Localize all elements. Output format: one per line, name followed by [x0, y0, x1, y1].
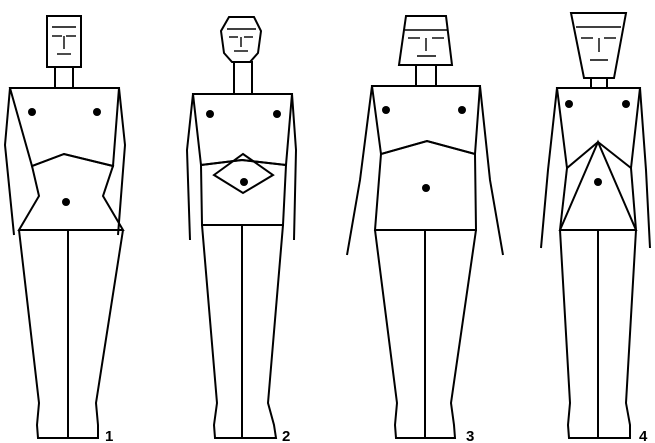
figure-4-label: 4 — [639, 428, 648, 443]
figure-2-left-nipple — [206, 110, 214, 118]
figure-3-left-arm — [347, 86, 372, 255]
figure-4-chest — [557, 88, 640, 168]
figure-1-left-arm — [5, 88, 14, 235]
figure-1-left-nipple — [28, 108, 36, 116]
figure-4-right-nipple — [622, 100, 630, 108]
figure-1-navel — [62, 198, 70, 206]
figure-3: 3 — [347, 16, 503, 443]
figure-3-label: 3 — [466, 428, 474, 443]
figure-4-left-nipple — [565, 100, 573, 108]
figure-2-neck — [234, 62, 252, 94]
figure-3-neck — [416, 65, 436, 86]
figure-2-right-nipple — [273, 110, 281, 118]
figure-4: 4 — [541, 13, 650, 443]
figure-2-right-arm — [292, 94, 296, 240]
figure-2-head — [221, 17, 261, 62]
figure-1-neck — [55, 67, 73, 88]
figure-1-legs — [19, 230, 123, 438]
figure-2: 2 — [187, 17, 296, 443]
figure-3-chest — [372, 86, 480, 154]
figure-3-right-arm — [480, 86, 503, 255]
figure-1-right-nipple — [93, 108, 101, 116]
figure-3-head — [399, 16, 452, 65]
figure-1-head — [47, 16, 81, 67]
figure-3-left-nipple — [382, 106, 390, 114]
figure-1-waist — [19, 154, 123, 230]
figure-4-left-arm — [541, 88, 557, 248]
figure-4-right-arm — [640, 88, 650, 248]
figure-4-navel — [594, 178, 602, 186]
figure-1-right-arm — [118, 88, 125, 235]
figure-4-head — [571, 13, 626, 78]
figure-2-left-arm — [187, 94, 193, 240]
figure-3-navel — [422, 184, 430, 192]
figure-2-navel — [240, 178, 248, 186]
figure-1: 1 — [5, 16, 125, 443]
figure-1-label: 1 — [105, 428, 113, 443]
figure-3-right-nipple — [458, 106, 466, 114]
figure-2-label: 2 — [282, 428, 290, 443]
figure-4-neck — [591, 78, 607, 88]
